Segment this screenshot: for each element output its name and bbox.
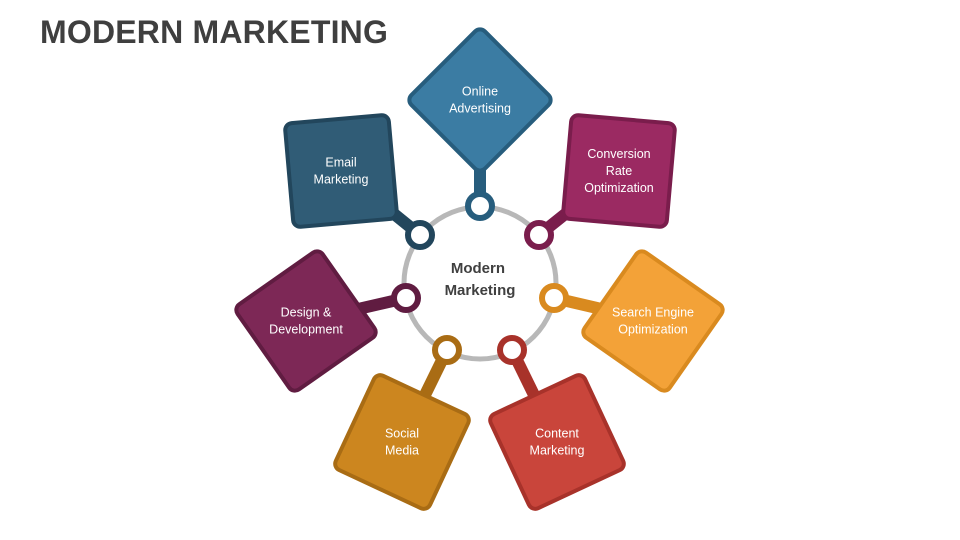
diagram-item-design-development: Design & Development [234,249,421,393]
connector-node [465,191,495,221]
center-label-line-1: Modern [451,260,505,277]
item-box [283,113,399,229]
connector-node [539,283,569,313]
item-label-line: Conversion [587,147,650,161]
connector-node [405,220,435,250]
item-label-line: Marketing [530,444,585,458]
item-label-line: Social [385,427,419,441]
item-label: Design & Development [269,306,343,337]
item-label-line: Advertising [449,102,511,116]
item-label-line: Design & [281,306,332,320]
item-label-line: Media [385,444,419,458]
item-label-line: Online [462,85,498,99]
item-label-line: Email [325,156,356,170]
item-label-line: Optimization [618,323,688,337]
item-label-line: Development [269,323,343,337]
item-box [488,373,626,511]
page-title: MODERN MARKETING [40,14,389,50]
item-label-line: Optimization [584,181,654,195]
item-box [407,27,553,173]
connector-node [432,335,462,365]
connector-node [497,335,527,365]
center-label: Modern Marketing [445,260,516,299]
item-label-line: Rate [606,164,632,178]
item-box [333,373,471,511]
item-label-line: Search Engine [612,306,694,320]
item-label-line: Content [535,427,579,441]
item-box [234,249,378,393]
item-label-line: Marketing [314,173,369,187]
item-box [561,113,677,229]
item-box [581,249,725,393]
connector-node [524,220,554,250]
center-label-line-2: Marketing [445,282,516,299]
connector-node [391,283,421,313]
